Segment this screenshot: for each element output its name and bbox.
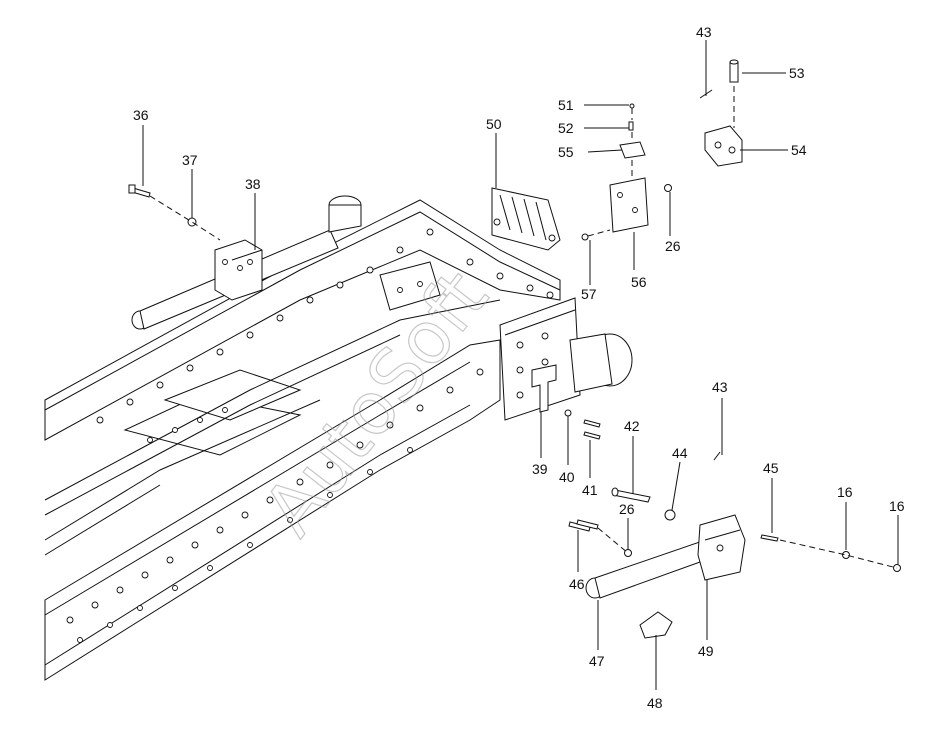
callout-38: 38 — [245, 176, 261, 192]
pin-42 — [611, 487, 651, 503]
bracket-39 — [531, 364, 557, 413]
pin-53 — [729, 59, 739, 83]
nut-37 — [187, 217, 197, 227]
frame-holes — [66, 228, 554, 643]
plate-56 — [609, 177, 649, 233]
bolt-36 — [128, 184, 151, 198]
callout-57: 57 — [581, 286, 597, 302]
callout-55: 55 — [558, 144, 574, 160]
callout-16-b: 16 — [889, 498, 905, 514]
bolt-57 — [581, 233, 589, 241]
callout-42: 42 — [624, 418, 640, 434]
callout-39: 39 — [532, 461, 548, 477]
callout-51: 51 — [558, 97, 574, 113]
callout-labels: 36 37 38 50 51 52 55 43 53 54 26 56 57 3… — [133, 24, 905, 711]
callout-36: 36 — [133, 107, 149, 123]
callout-50: 50 — [486, 116, 502, 132]
cable-guide-50 — [491, 187, 561, 251]
callout-37: 37 — [182, 152, 198, 168]
bracket-38 — [214, 239, 263, 301]
callout-40: 40 — [559, 469, 575, 485]
leader-lines — [142, 40, 899, 690]
callout-43-bottom: 43 — [712, 379, 728, 395]
callout-53: 53 — [789, 65, 805, 81]
callout-48: 48 — [647, 695, 663, 711]
callout-43-top: 43 — [696, 24, 712, 40]
clip-48 — [639, 611, 673, 639]
callout-49: 49 — [698, 643, 714, 659]
hinge-54 — [704, 125, 743, 167]
callout-26-top: 26 — [665, 238, 681, 254]
nut-16-a — [842, 551, 850, 559]
callout-47: 47 — [589, 653, 605, 669]
callout-54: 54 — [791, 142, 807, 158]
callout-45: 45 — [763, 460, 779, 476]
washer-44 — [664, 509, 676, 521]
pin-45 — [760, 534, 779, 542]
nut-26-top — [664, 184, 672, 192]
bracket-49 — [697, 514, 746, 581]
callout-52: 52 — [558, 120, 574, 136]
small-parts-51-55 — [619, 103, 646, 178]
bolts-41 — [583, 419, 601, 440]
callout-44: 44 — [672, 445, 688, 461]
bolts-46 — [568, 519, 599, 532]
clip-43-bottom — [713, 451, 721, 461]
callout-16-a: 16 — [837, 484, 853, 500]
callout-56: 56 — [631, 274, 647, 290]
callout-46: 46 — [569, 576, 585, 592]
callout-41: 41 — [582, 482, 598, 498]
callout-26-bottom: 26 — [619, 501, 635, 517]
washer-40 — [564, 409, 572, 417]
